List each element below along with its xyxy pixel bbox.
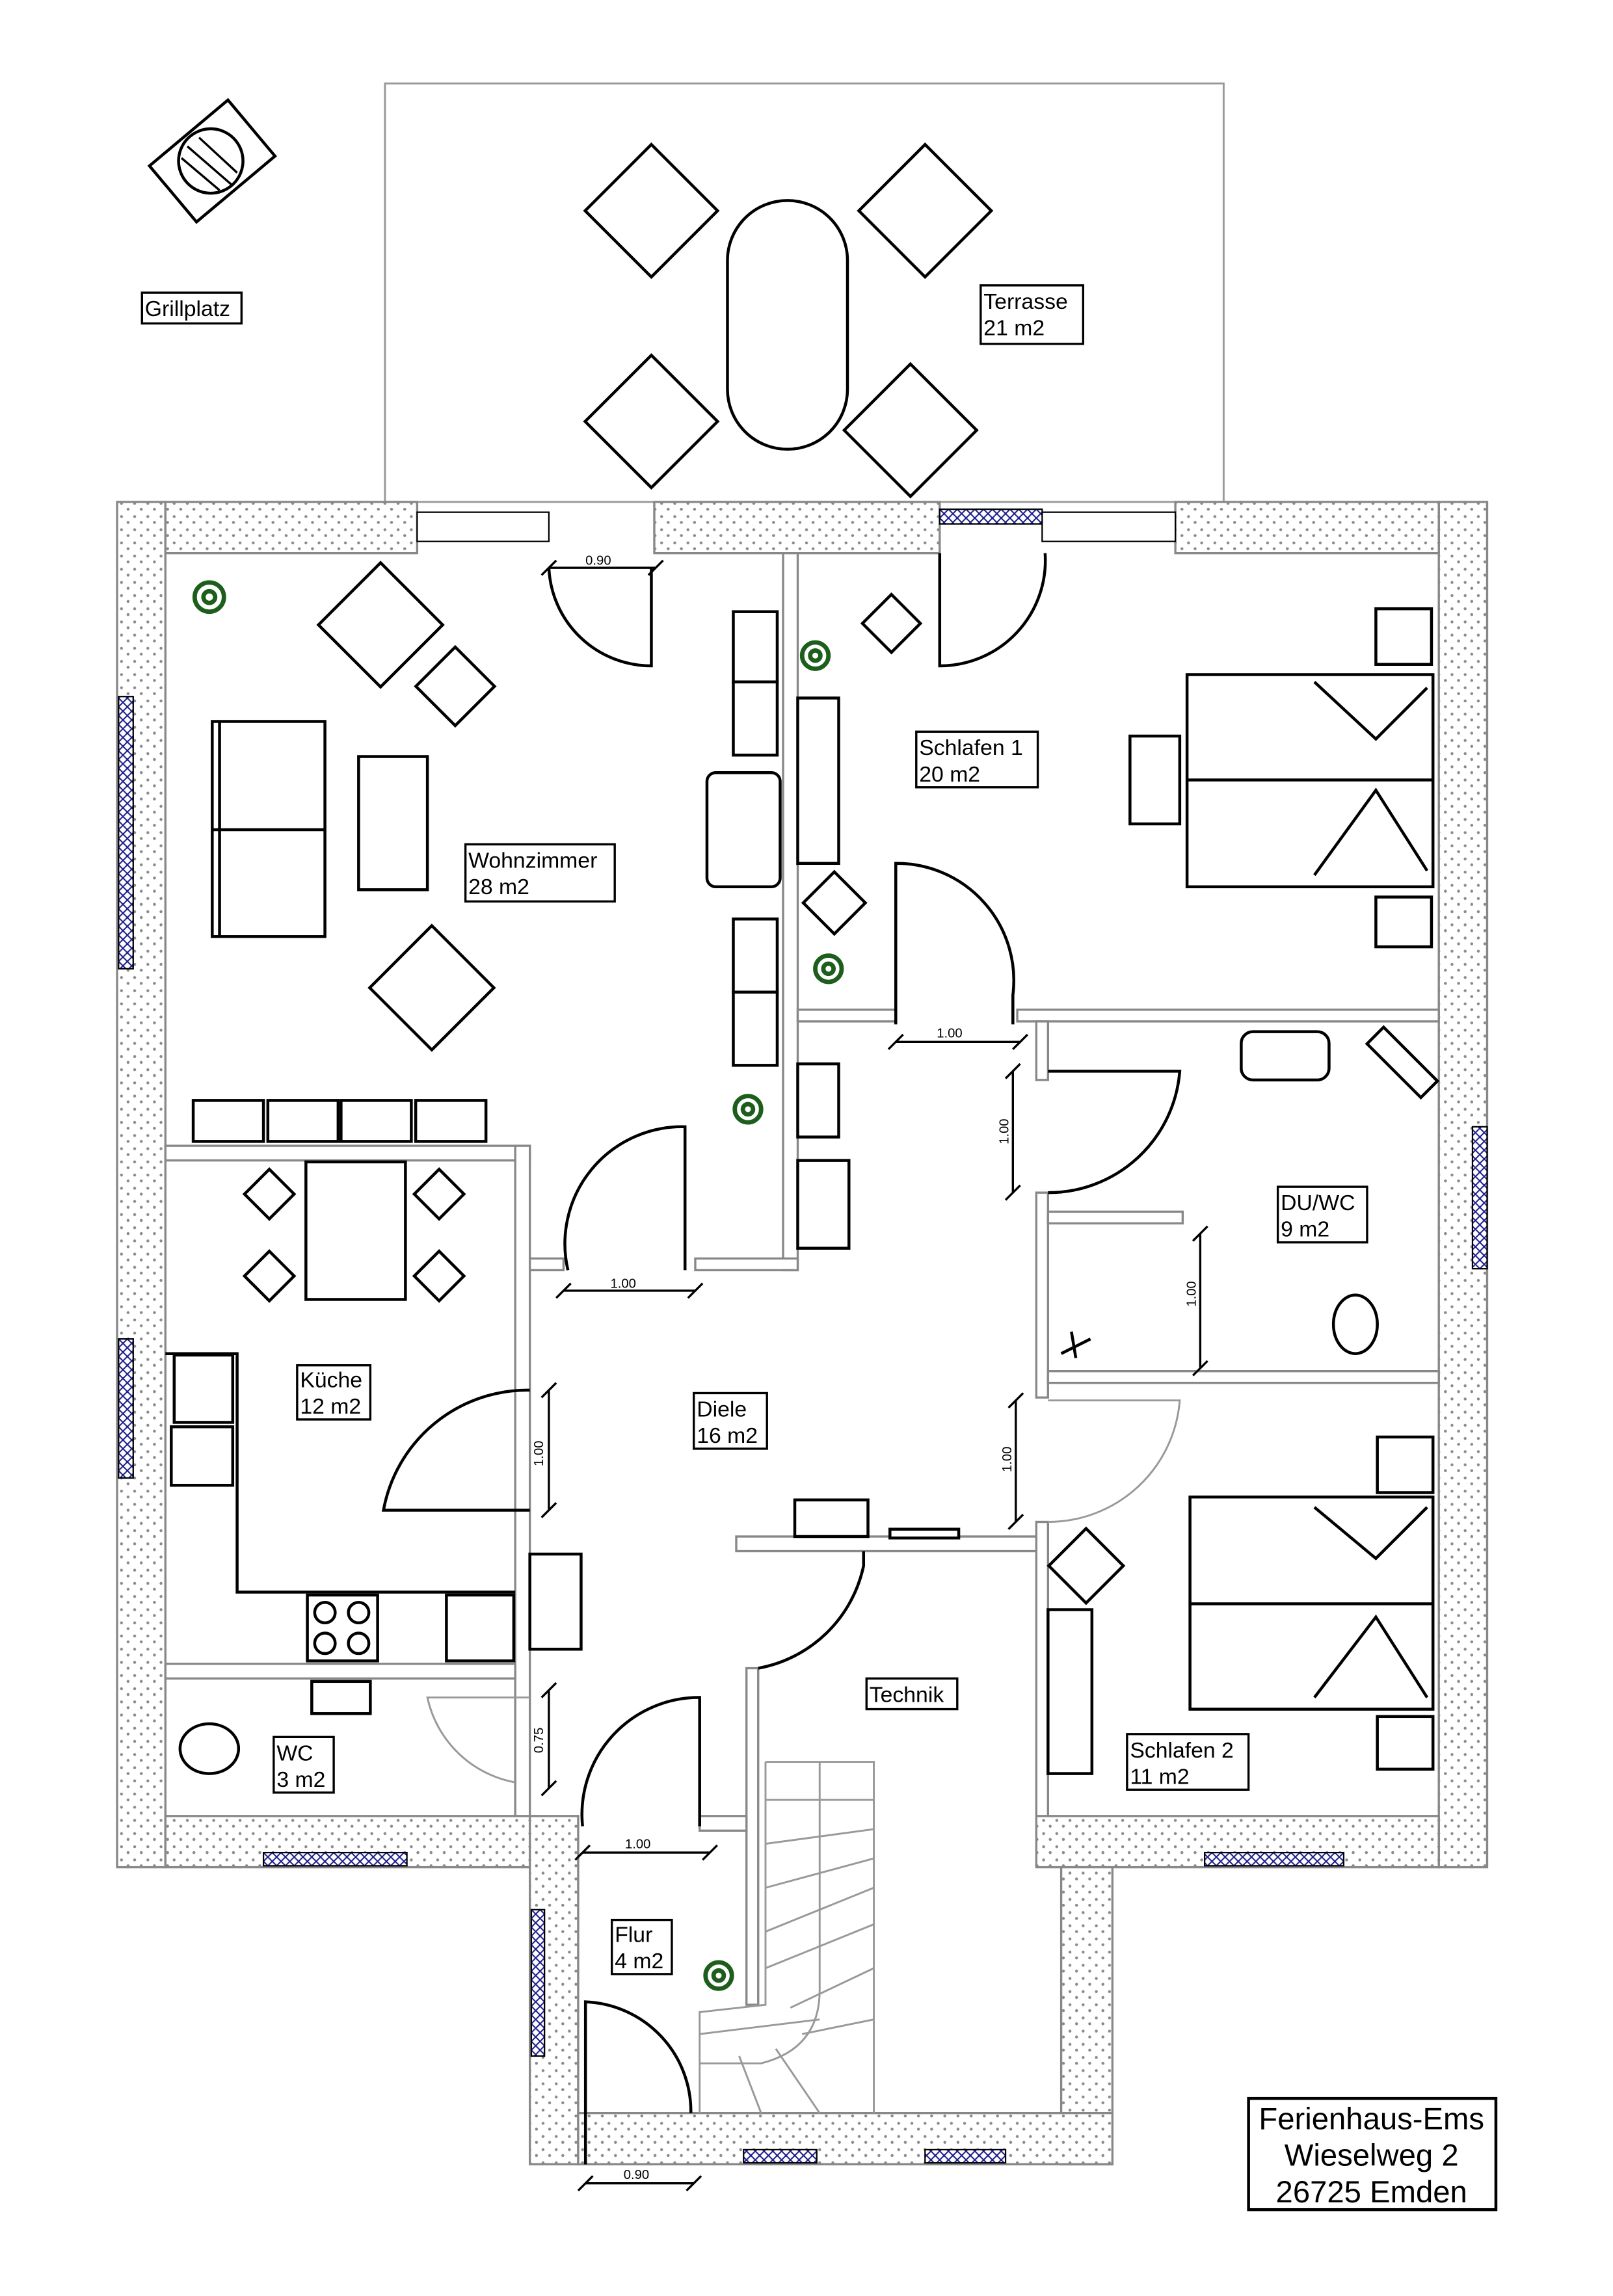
title-line-1: Ferienhaus-Ems: [1259, 2102, 1484, 2136]
room-area: 21 m2: [983, 315, 1045, 340]
room-label-technik: Technik: [865, 1677, 959, 1711]
dimension-lines: [540, 559, 1208, 2192]
room-label-schlafen2: Schlafen 2 11 m2: [1126, 1733, 1250, 1791]
room-name: Technik: [870, 1682, 944, 1707]
room-name: Schlafen 2: [1130, 1738, 1234, 1763]
room-area: 28 m2: [468, 875, 529, 899]
room-label-wohnzimmer: Wohnzimmer 28 m2: [464, 843, 616, 903]
windows: [118, 508, 1488, 2164]
dim-wc-shower: 1.00: [1185, 1281, 1199, 1306]
dim-entrance-door: 0.90: [624, 2168, 649, 2182]
plant-icon: [813, 953, 844, 984]
staircase: [699, 1761, 875, 2114]
plant-icon: [703, 1960, 734, 1991]
room-name: Flur: [615, 1922, 652, 1947]
room-area: 3 m2: [276, 1767, 325, 1792]
dim-schlafen2-door: 1.00: [1000, 1447, 1015, 1472]
room-label-terrasse: Terrasse 21 m2: [980, 284, 1085, 345]
room-area: 20 m2: [919, 762, 980, 787]
title-block: Ferienhaus-Ems Wieselweg 2 26725 Emden: [1247, 2096, 1498, 2211]
room-name: WC: [276, 1741, 313, 1765]
title-line-3: 26725 Emden: [1276, 2175, 1467, 2210]
room-label-diele: Diele 16 m2: [693, 1392, 768, 1450]
room-name: Schlafen 1: [919, 735, 1023, 760]
title-line-2: Wieselweg 2: [1285, 2139, 1459, 2173]
furniture: [165, 561, 1440, 1775]
dim-terrace-door: 0.90: [585, 554, 611, 568]
dim-duwc-door: 1.00: [998, 1118, 1012, 1144]
room-area: 9 m2: [1281, 1217, 1329, 1242]
room-label-flur: Flur 4 m2: [611, 1918, 673, 1975]
dim-schlafen1-door: 1.00: [937, 1027, 962, 1041]
room-name: DU/WC: [1281, 1191, 1355, 1215]
plant-icon: [192, 580, 226, 614]
room-area: 12 m2: [300, 1394, 361, 1419]
doors: [381, 553, 1182, 2165]
grill-icon: [147, 98, 277, 224]
dim-wc-door: 0.75: [532, 1728, 546, 1753]
room-name: Grillplatz: [145, 297, 230, 321]
dim-kueche-door: 1.00: [532, 1441, 546, 1466]
plant-icon: [799, 640, 831, 671]
room-label-schlafen1: Schlafen 1 20 m2: [915, 730, 1039, 789]
room-area: 11 m2: [1130, 1764, 1189, 1789]
room-name: Küche: [300, 1367, 362, 1392]
terrace-table: [583, 142, 994, 499]
room-area: 16 m2: [697, 1423, 758, 1448]
plant-icons: [192, 580, 844, 1991]
room-name: Terrasse: [983, 289, 1067, 314]
room-label-kueche: Küche 12 m2: [296, 1364, 372, 1421]
room-name: Wohnzimmer: [468, 849, 597, 873]
interior-walls: [164, 552, 1440, 2006]
room-label-grillplatz: Grillplatz: [140, 291, 243, 325]
plant-icon: [732, 1094, 764, 1125]
room-label-wc: WC 3 m2: [273, 1735, 335, 1794]
room-label-duwc: DU/WC 9 m2: [1276, 1185, 1368, 1244]
room-area: 4 m2: [615, 1949, 663, 1973]
dim-wohnzimmer-door: 1.00: [610, 1276, 635, 1291]
room-name: Diele: [697, 1397, 747, 1421]
dim-flur-door: 1.00: [625, 1837, 650, 1851]
